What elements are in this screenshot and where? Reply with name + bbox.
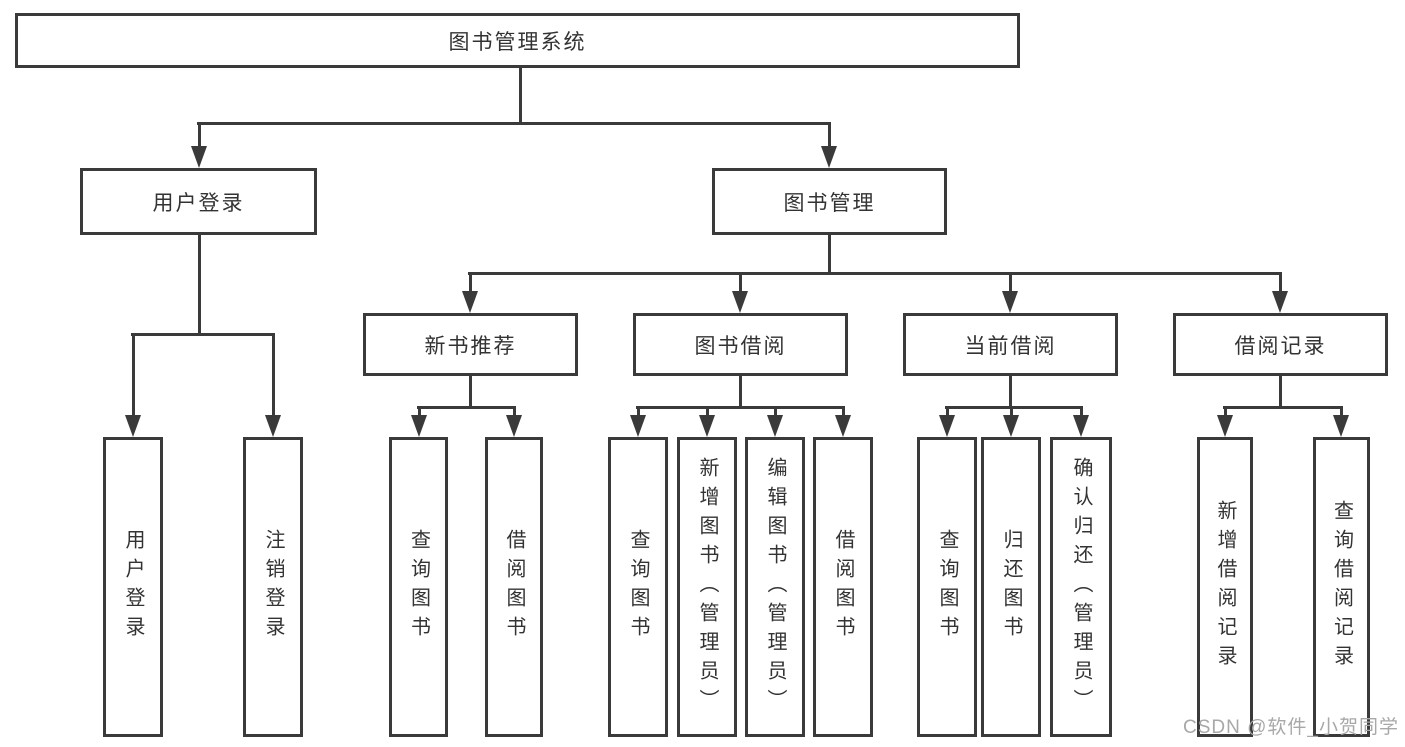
leaf-search-books-borrowing: 查询图书 [608, 437, 668, 737]
connector-vline [1009, 272, 1012, 293]
leaf-edit-books-admin: 编辑图书（管理员） [745, 437, 805, 737]
node-label: 借阅图书 [503, 529, 525, 645]
arrow-down-icon [1217, 415, 1233, 437]
arrow-down-icon [411, 415, 427, 437]
arrow-down-icon [191, 146, 207, 168]
node-book-management: 图书管理 [712, 168, 947, 235]
connector-vline [1009, 376, 1012, 408]
connector-vline [828, 235, 831, 274]
connector-hline [945, 406, 1083, 409]
node-book-borrowing: 图书借阅 [633, 313, 848, 376]
connector-vline [842, 406, 845, 417]
arrow-down-icon [462, 291, 478, 313]
node-label: 查询图书 [627, 529, 649, 645]
arrow-down-icon [939, 415, 955, 437]
arrow-down-icon [1333, 415, 1349, 437]
connector-vline [418, 406, 421, 417]
leaf-logout: 注销登录 [243, 437, 303, 737]
connector-vline [774, 406, 777, 417]
arrow-down-icon [125, 415, 141, 437]
node-label: 确认归还（管理员） [1070, 456, 1092, 718]
connector-vline [1080, 406, 1083, 417]
arrow-down-icon [1073, 415, 1089, 437]
node-label: 查询图书 [936, 529, 958, 645]
connector-hline [417, 406, 516, 409]
arrow-down-icon [821, 146, 837, 168]
connector-vline [637, 406, 640, 417]
node-label: 查询借阅记录 [1330, 500, 1353, 674]
leaf-search-books-current: 查询图书 [917, 437, 977, 737]
node-label: 图书管理 [783, 191, 876, 215]
node-borrowing-records: 借阅记录 [1173, 313, 1388, 376]
arrow-down-icon [1003, 415, 1019, 437]
node-label: 新增借阅记录 [1214, 500, 1236, 674]
connector-hline [468, 272, 1282, 275]
node-label: 新书推荐 [424, 334, 517, 358]
node-label: 图书管理系统 [448, 30, 587, 54]
connector-vline [1340, 406, 1343, 417]
node-label: 当前借阅 [964, 334, 1057, 358]
leaf-add-borrow-record: 新增借阅记录 [1197, 437, 1253, 737]
connector-vline [1010, 406, 1013, 417]
connector-vline [739, 376, 742, 408]
connector-vline [828, 122, 831, 148]
connector-hline [197, 122, 831, 125]
arrow-down-icon [506, 415, 522, 437]
arrow-down-icon [265, 415, 281, 437]
arrow-down-icon [1002, 291, 1018, 313]
leaf-search-books-recommend: 查询图书 [389, 437, 448, 737]
arrow-down-icon [767, 415, 783, 437]
node-label: 用户登录 [152, 191, 245, 215]
arrow-down-icon [732, 291, 748, 313]
connector-vline [946, 406, 949, 417]
leaf-user-login: 用户登录 [103, 437, 163, 737]
node-label: 注销登录 [262, 529, 284, 645]
connector-vline [469, 376, 472, 408]
leaf-add-books-admin: 新增图书（管理员） [677, 437, 737, 737]
node-label: 借阅图书 [832, 529, 854, 645]
connector-hline [131, 333, 275, 336]
connector-vline [706, 406, 709, 417]
node-label: 归还图书 [1000, 529, 1022, 645]
csdn-watermark: CSDN @软件_小贺同学 [1183, 717, 1399, 738]
connector-vline [1279, 272, 1282, 293]
node-library-management-system: 图书管理系统 [15, 13, 1020, 68]
connector-vline [132, 333, 135, 417]
connector-vline [513, 406, 516, 417]
node-label: 编辑图书（管理员） [764, 456, 786, 718]
arrow-down-icon [699, 415, 715, 437]
connector-vline [519, 68, 522, 124]
node-label: 借阅记录 [1234, 334, 1327, 358]
node-current-borrowing: 当前借阅 [903, 313, 1118, 376]
leaf-search-borrow-record: 查询借阅记录 [1313, 437, 1370, 737]
arrow-down-icon [630, 415, 646, 437]
connector-vline [1224, 406, 1227, 417]
arrow-down-icon [835, 415, 851, 437]
connector-vline [198, 122, 201, 148]
connector-vline [469, 272, 472, 293]
node-label: 新增图书（管理员） [696, 456, 718, 718]
connector-hline [636, 406, 845, 409]
node-label: 图书借阅 [694, 334, 787, 358]
leaf-borrow-books-borrowing: 借阅图书 [813, 437, 873, 737]
leaf-confirm-return-admin: 确认归还（管理员） [1050, 437, 1112, 737]
connector-hline [1223, 406, 1343, 409]
node-user-login: 用户登录 [80, 168, 317, 235]
leaf-borrow-books-recommend: 借阅图书 [485, 437, 543, 737]
leaf-return-books: 归还图书 [981, 437, 1041, 737]
connector-vline [1279, 376, 1282, 408]
node-new-book-recommendation: 新书推荐 [363, 313, 578, 376]
connector-vline [739, 272, 742, 293]
connector-vline [198, 235, 201, 335]
node-label: 用户登录 [122, 529, 144, 645]
connector-vline [272, 333, 275, 417]
arrow-down-icon [1272, 291, 1288, 313]
node-label: 查询图书 [407, 529, 430, 645]
